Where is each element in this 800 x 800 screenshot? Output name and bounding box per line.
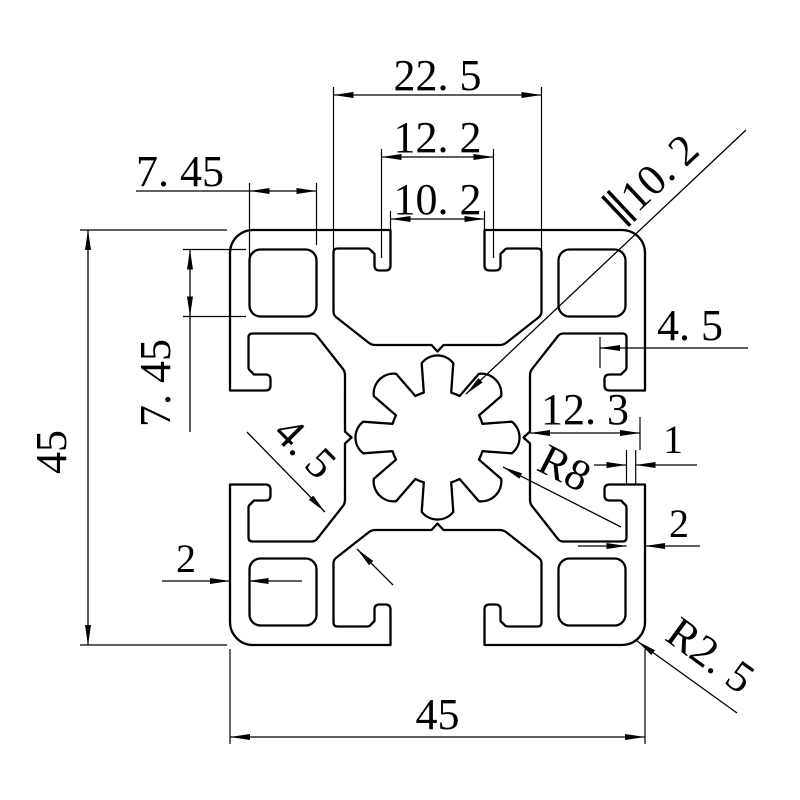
dim-top-slot-span: 22. 5 xyxy=(332,51,543,252)
dim-top-slot-throat: 12. 2 xyxy=(380,113,495,258)
corner-pocket-bottom-right xyxy=(557,557,627,627)
dim-label-corner-pocket-height: 7. 45 xyxy=(131,339,180,427)
corner-pocket-bottom-left xyxy=(248,557,318,627)
dim-center-bore-diameter: ∥10. 2 xyxy=(465,124,747,395)
dim-label-lip-step: 1 xyxy=(663,417,683,462)
dim-label-core-to-face: 12. 3 xyxy=(541,385,629,434)
dim-bottom-wall: 2 xyxy=(162,536,302,584)
dim-core-radius: R8 xyxy=(502,435,622,528)
dim-label-corner-radius: R2. 5 xyxy=(658,607,764,703)
dim-core-to-face: 12. 3 xyxy=(530,385,641,450)
dim-label-profile-height: 45 xyxy=(27,430,76,474)
dim-top-slot-opening: 10. 2 xyxy=(389,175,486,229)
corner-pocket-top-right xyxy=(557,248,627,318)
dim-label-corner-pocket-width: 7. 45 xyxy=(136,147,224,196)
center-bore-gear xyxy=(354,354,521,521)
dim-label-profile-width: 45 xyxy=(416,690,460,739)
dim-side-wall: 2 xyxy=(578,501,700,549)
dim-label-side-wall: 2 xyxy=(669,501,689,546)
dim-label-core-radius: R8 xyxy=(531,435,599,502)
t-slot-side-top xyxy=(251,228,647,353)
dim-profile-height: 45 xyxy=(27,229,227,646)
dim-side-slot-depth: 4. 5 xyxy=(599,301,748,368)
dim-label-top-slot-opening: 10. 2 xyxy=(394,175,482,224)
dim-lip-step: 1 xyxy=(594,417,697,484)
corner-pocket-top-left xyxy=(248,248,318,318)
dim-label-top-slot-span: 22. 5 xyxy=(394,51,482,100)
dim-profile-width: 45 xyxy=(229,649,646,744)
dim-corner-radius: R2. 5 xyxy=(636,607,764,714)
dim-label-web-thickness: 4. 5 xyxy=(265,407,346,488)
dim-corner-pocket-height: 7. 45 xyxy=(131,248,246,432)
dim-label-top-slot-throat: 12. 2 xyxy=(394,113,482,162)
dim-label-bottom-wall: 2 xyxy=(176,536,196,581)
dim-corner-pocket-width: 7. 45 xyxy=(136,147,318,257)
dim-label-side-slot-depth: 4. 5 xyxy=(657,301,723,350)
profile-outline xyxy=(228,228,647,647)
